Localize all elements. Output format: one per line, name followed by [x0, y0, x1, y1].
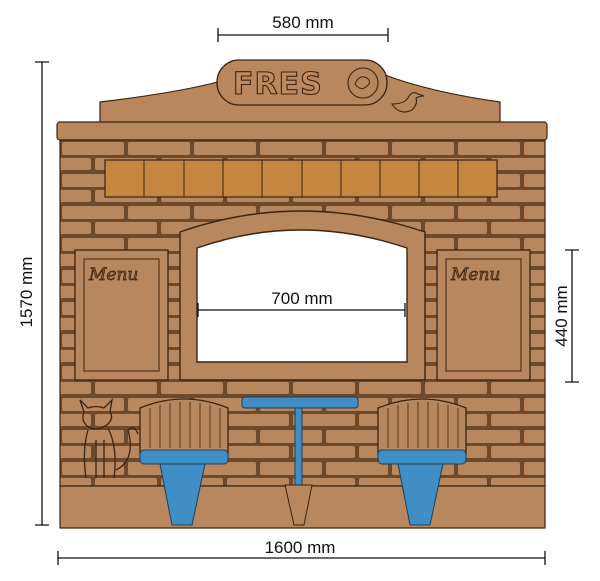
fresco-logo: FRES — [216, 59, 388, 106]
cat-icon — [79, 398, 139, 479]
chair-right — [377, 398, 467, 526]
top-width-label: 580 mm — [272, 13, 333, 32]
chair-left — [139, 398, 229, 526]
total-width-label: 1600 mm — [265, 538, 336, 557]
top-ledge — [56, 121, 548, 141]
menu-height-label: 440 mm — [552, 285, 571, 346]
dimension-lines — [35, 28, 579, 565]
window-width-label: 700 mm — [271, 289, 332, 308]
menu-board-right: Menu — [436, 249, 531, 381]
bird-icon — [390, 92, 425, 113]
svg-text:FRES: FRES — [233, 67, 323, 102]
window-frame — [179, 210, 426, 381]
sign-board — [104, 159, 498, 198]
menu-board-left: Menu — [74, 249, 169, 381]
total-height-label: 1570 mm — [17, 257, 36, 328]
svg-text:Menu: Menu — [88, 265, 138, 285]
table — [241, 396, 359, 526]
svg-text:Menu: Menu — [450, 265, 500, 285]
